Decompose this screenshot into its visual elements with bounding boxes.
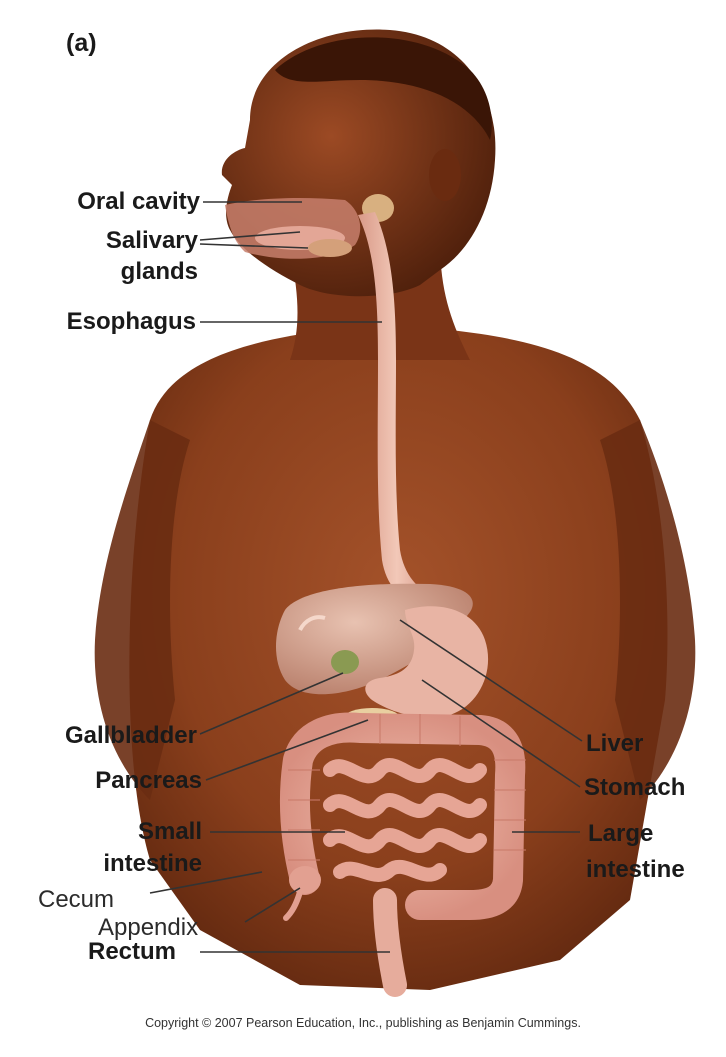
label-cecum: Cecum (38, 886, 114, 913)
label-gallbladder: Gallbladder (30, 722, 197, 749)
label-esophagus: Esophagus (30, 308, 196, 335)
label-large-line1: Large (588, 820, 653, 847)
label-pancreas: Pancreas (40, 767, 202, 794)
label-salivary-line1: Salivary (40, 227, 198, 254)
gallbladder-organ (331, 650, 359, 674)
label-salivary-line2: glands (40, 258, 198, 285)
label-rectum: Rectum (88, 938, 176, 965)
label-oral-cavity: Oral cavity (40, 188, 200, 215)
label-large-line2: intestine (586, 856, 685, 883)
panel-label: (a) (66, 30, 97, 57)
label-appendix: Appendix (98, 914, 198, 941)
label-small-line2: intestine (60, 850, 202, 877)
head-figure (222, 30, 496, 297)
label-liver: Liver (586, 730, 643, 757)
label-small-line1: Small (60, 818, 202, 845)
label-stomach: Stomach (584, 774, 685, 801)
copyright-notice: Copyright © 2007 Pearson Education, Inc.… (0, 1016, 726, 1030)
